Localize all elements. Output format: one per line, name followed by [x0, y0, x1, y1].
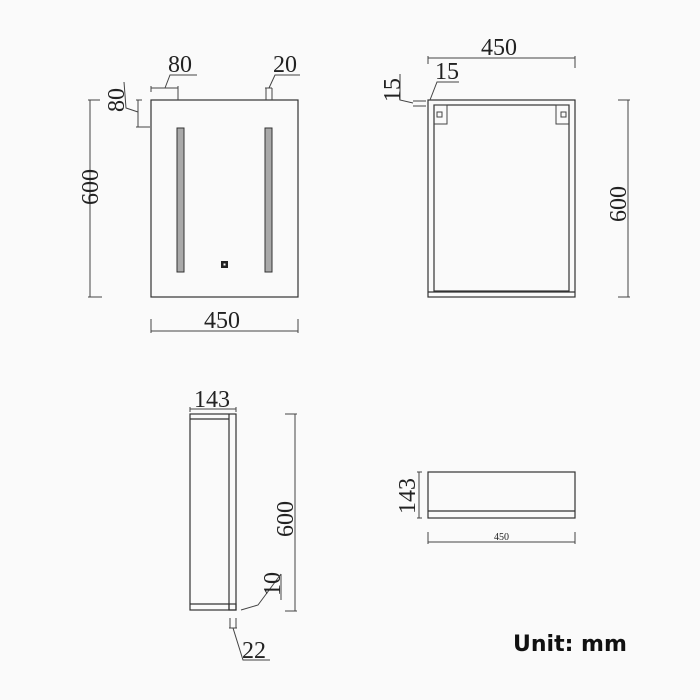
front-height-dim: 600: [78, 169, 104, 205]
front-side-offset-dim: 80: [104, 88, 130, 112]
led-strip-left: [176, 127, 185, 273]
front-cabinet-outline: [150, 99, 299, 298]
touch-switch-icon: [221, 261, 228, 268]
side-depth-dim: 143: [194, 387, 230, 413]
back-frame-side-dim: 15: [380, 78, 406, 102]
led-strip-right: [264, 127, 273, 273]
unit-label: Unit: mm: [513, 632, 627, 657]
side-door-thickness-dim: 22: [242, 638, 266, 664]
back-view: 450 15 15 600: [380, 35, 632, 298]
front-view: 600 80 80 20 450: [78, 52, 300, 334]
front-strip-width-dim: 20: [273, 52, 297, 78]
side-height-dim: 600: [273, 501, 299, 537]
top-view: 143 450: [395, 471, 576, 544]
side-view: 143 600 10 22: [189, 387, 299, 664]
back-frame-top-dim: 15: [435, 59, 459, 85]
back-width-dim: 450: [481, 35, 517, 61]
bracket-left-icon: [434, 104, 448, 125]
back-inner-frame: [433, 104, 570, 292]
front-width-dim: 450: [204, 308, 240, 334]
top-depth-dim: 143: [395, 478, 421, 514]
back-outer-frame: [427, 99, 576, 298]
bracket-right-icon: [555, 104, 569, 125]
side-bottom-gap-dim: 10: [260, 572, 286, 596]
back-height-dim: 600: [606, 186, 632, 222]
side-outline: [189, 413, 237, 611]
top-width-dim: 450: [494, 532, 509, 543]
top-outline: [427, 471, 576, 519]
front-top-offset-dim: 80: [168, 52, 192, 78]
